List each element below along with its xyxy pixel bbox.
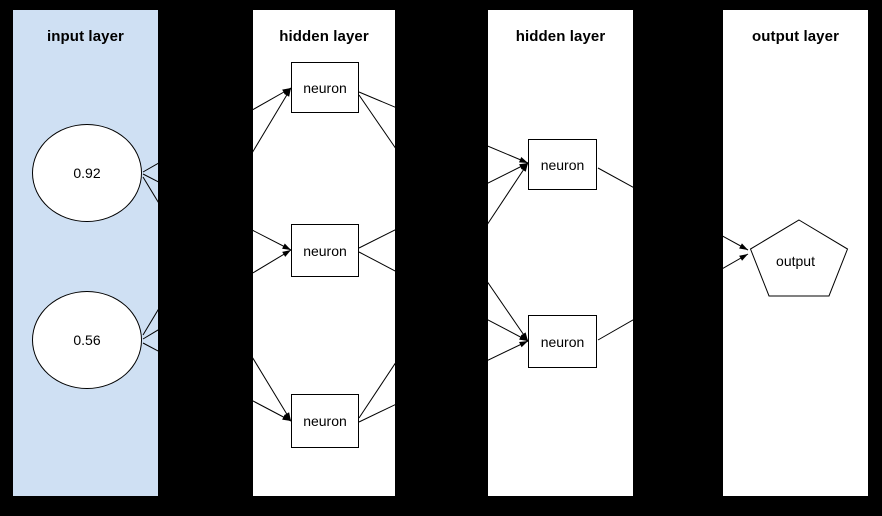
edge-in2-to-h1c (253, 400, 292, 422)
arrowhead (284, 412, 291, 421)
edges-hidden-layer-1 (253, 87, 395, 423)
node-input-value[interactable]: 0.56 (32, 291, 142, 389)
edge-h2b-to-out (597, 319, 633, 341)
edge-in1-to-h1c (253, 357, 292, 422)
node-label-output: output (776, 253, 815, 269)
arrowhead (519, 163, 528, 170)
edge-h1a-to-h2a (358, 91, 395, 108)
arrowhead (282, 250, 291, 257)
edge-in1-to-h1a (142, 162, 158, 173)
edge-h1a-to-h2b (358, 94, 395, 149)
layer-column-hidden-layer-2: hidden layer neuron neuron (488, 10, 633, 496)
arrowhead (282, 243, 291, 250)
arrowhead (519, 334, 528, 341)
edge-h2a-to-out (597, 167, 633, 188)
pentagon-shape (749, 219, 849, 297)
edge-in1-to-h1b (253, 229, 292, 251)
edges-input-layer (142, 162, 158, 352)
node-neuron[interactable]: neuron (291, 62, 359, 113)
layer-title-output-layer: output layer (751, 28, 840, 45)
arrowhead (282, 414, 291, 421)
edge-h1a-to-h2b (488, 281, 529, 342)
edge-h2b-to-out (723, 253, 749, 269)
edge-h1b-to-h2a (358, 229, 395, 249)
edges-hidden-layer-2 (488, 145, 633, 361)
layer-column-input-layer: input layer 0.92 0.56 (13, 10, 158, 496)
node-input-value[interactable]: 0.92 (32, 124, 142, 222)
edge-h1b-to-h2a (488, 162, 529, 184)
arrowhead (520, 332, 528, 341)
layer-column-output-layer: output layer output (723, 10, 868, 496)
node-neuron[interactable]: neuron (291, 394, 359, 448)
edge-h1b-to-h2b (488, 319, 529, 342)
node-label: neuron (303, 79, 347, 96)
arrowhead (284, 88, 291, 97)
edges-output-layer (723, 235, 749, 269)
layer-title-hidden-layer-1: hidden layer (279, 28, 369, 45)
arrowhead (519, 341, 528, 348)
arrowhead (282, 88, 291, 95)
node-label: 0.56 (73, 332, 101, 348)
edge-in2-to-h1a (142, 308, 158, 336)
edge-in2-to-h1a (253, 87, 292, 153)
edge-h1c-to-h2b (358, 404, 395, 423)
node-label: neuron (540, 333, 585, 350)
layer-title-hidden-layer-2: hidden layer (515, 28, 606, 45)
layer-column-hidden-layer-1: hidden layer neuron neuron neuron (253, 10, 395, 496)
node-label: neuron (303, 242, 347, 259)
layer-title-input-layer: input layer (47, 28, 124, 45)
edge-in1-to-h1b (142, 173, 158, 183)
node-label: 0.92 (73, 165, 101, 181)
edge-in2-to-h1b (253, 249, 292, 274)
edge-h1c-to-h2a (358, 362, 395, 419)
edge-h2a-to-out (723, 235, 749, 251)
arrowhead (739, 254, 748, 261)
node-label: neuron (303, 413, 347, 429)
arrowhead (519, 157, 528, 163)
node-neuron[interactable]: neuron (291, 224, 359, 277)
node-neuron[interactable]: neuron (528, 139, 597, 190)
node-neuron[interactable]: neuron (528, 315, 597, 368)
node-pentagon-output[interactable] (723, 10, 868, 496)
edge-h1a-to-h2a (488, 145, 529, 164)
edge-in1-to-h1a (253, 87, 292, 111)
arrowhead (739, 243, 748, 250)
edge-h1c-to-h2a (488, 162, 529, 225)
node-label: neuron (540, 156, 585, 173)
edge-h1c-to-h2b (488, 340, 529, 361)
edge-in2-to-h1c (142, 342, 158, 352)
arrowhead (520, 163, 528, 172)
edge-in2-to-h1b (142, 329, 158, 340)
edge-in1-to-h1c (142, 176, 158, 203)
edge-h1b-to-h2b (358, 251, 395, 272)
